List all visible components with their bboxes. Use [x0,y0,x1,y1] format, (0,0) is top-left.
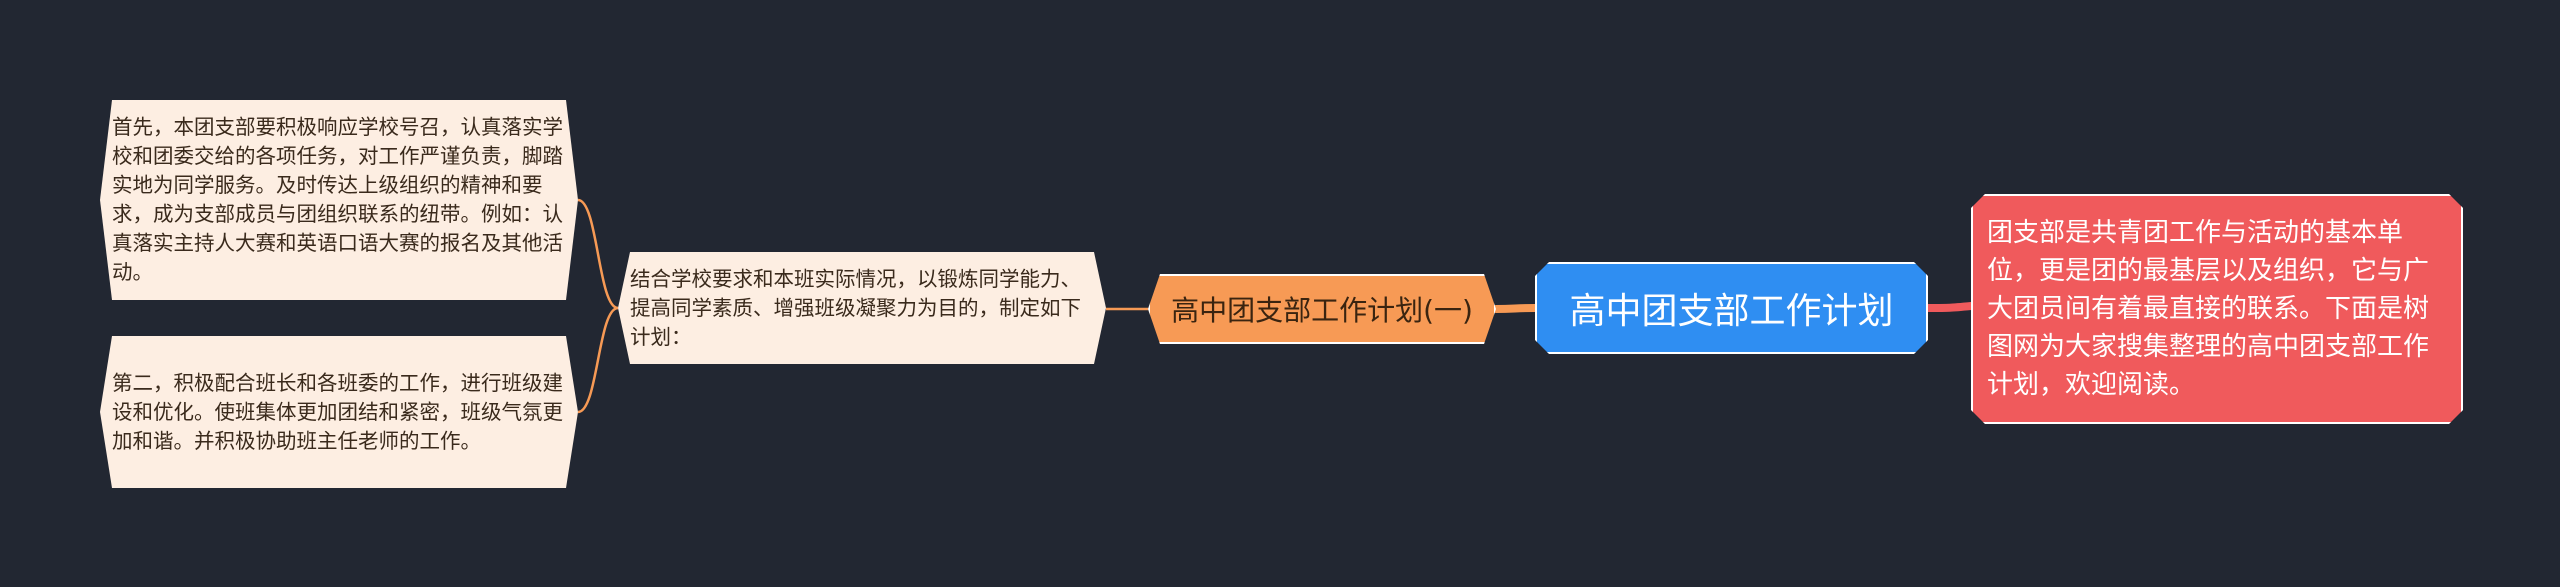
leaf-node-2[interactable]: 第二，积极配合班长和各班委的工作，进行班级建设和优化。使班集体更加团结和紧密，班… [100,336,578,488]
link-intro-leaf-2 [577,306,619,414]
intro-text: 结合学校要求和本班实际情况，以锻炼同学能力、提高同学素质、增强班级凝聚力为目的，… [630,266,1081,349]
link-root-description [1924,302,1975,312]
root-label: 高中团支部工作计划 [1569,291,1894,332]
root-node[interactable]: 高中团支部工作计划 [1535,262,1928,354]
branch-label: 高中团支部工作计划(一) [1171,294,1473,327]
link-root-branch [1492,304,1539,313]
leaf-text-1: 首先，本团支部要积极响应学校号召，认真落实学校和团委交给的各项任务，对工作严谨负… [112,115,563,284]
description-text: 团支部是共青团工作与活动的基本单位，更是团的最基层以及组织，它与广大团员间有着最… [1987,218,2430,400]
leaf-node-1[interactable]: 首先，本团支部要积极响应学校号召，认真落实学校和团委交给的各项任务，对工作严谨负… [100,100,578,300]
leaf-text-2: 第二，积极配合班长和各班委的工作，进行班级建设和优化。使班集体更加团结和紧密，班… [112,370,563,453]
description-node[interactable]: 团支部是共青团工作与活动的基本单位，更是团的最基层以及组织，它与广大团员间有着最… [1971,194,2463,424]
branch-node[interactable]: 高中团支部工作计划(一) [1148,274,1496,344]
intro-node[interactable]: 结合学校要求和本班实际情况，以锻炼同学能力、提高同学素质、增强班级凝聚力为目的，… [618,252,1106,364]
link-intro-leaf-1 [577,198,619,310]
